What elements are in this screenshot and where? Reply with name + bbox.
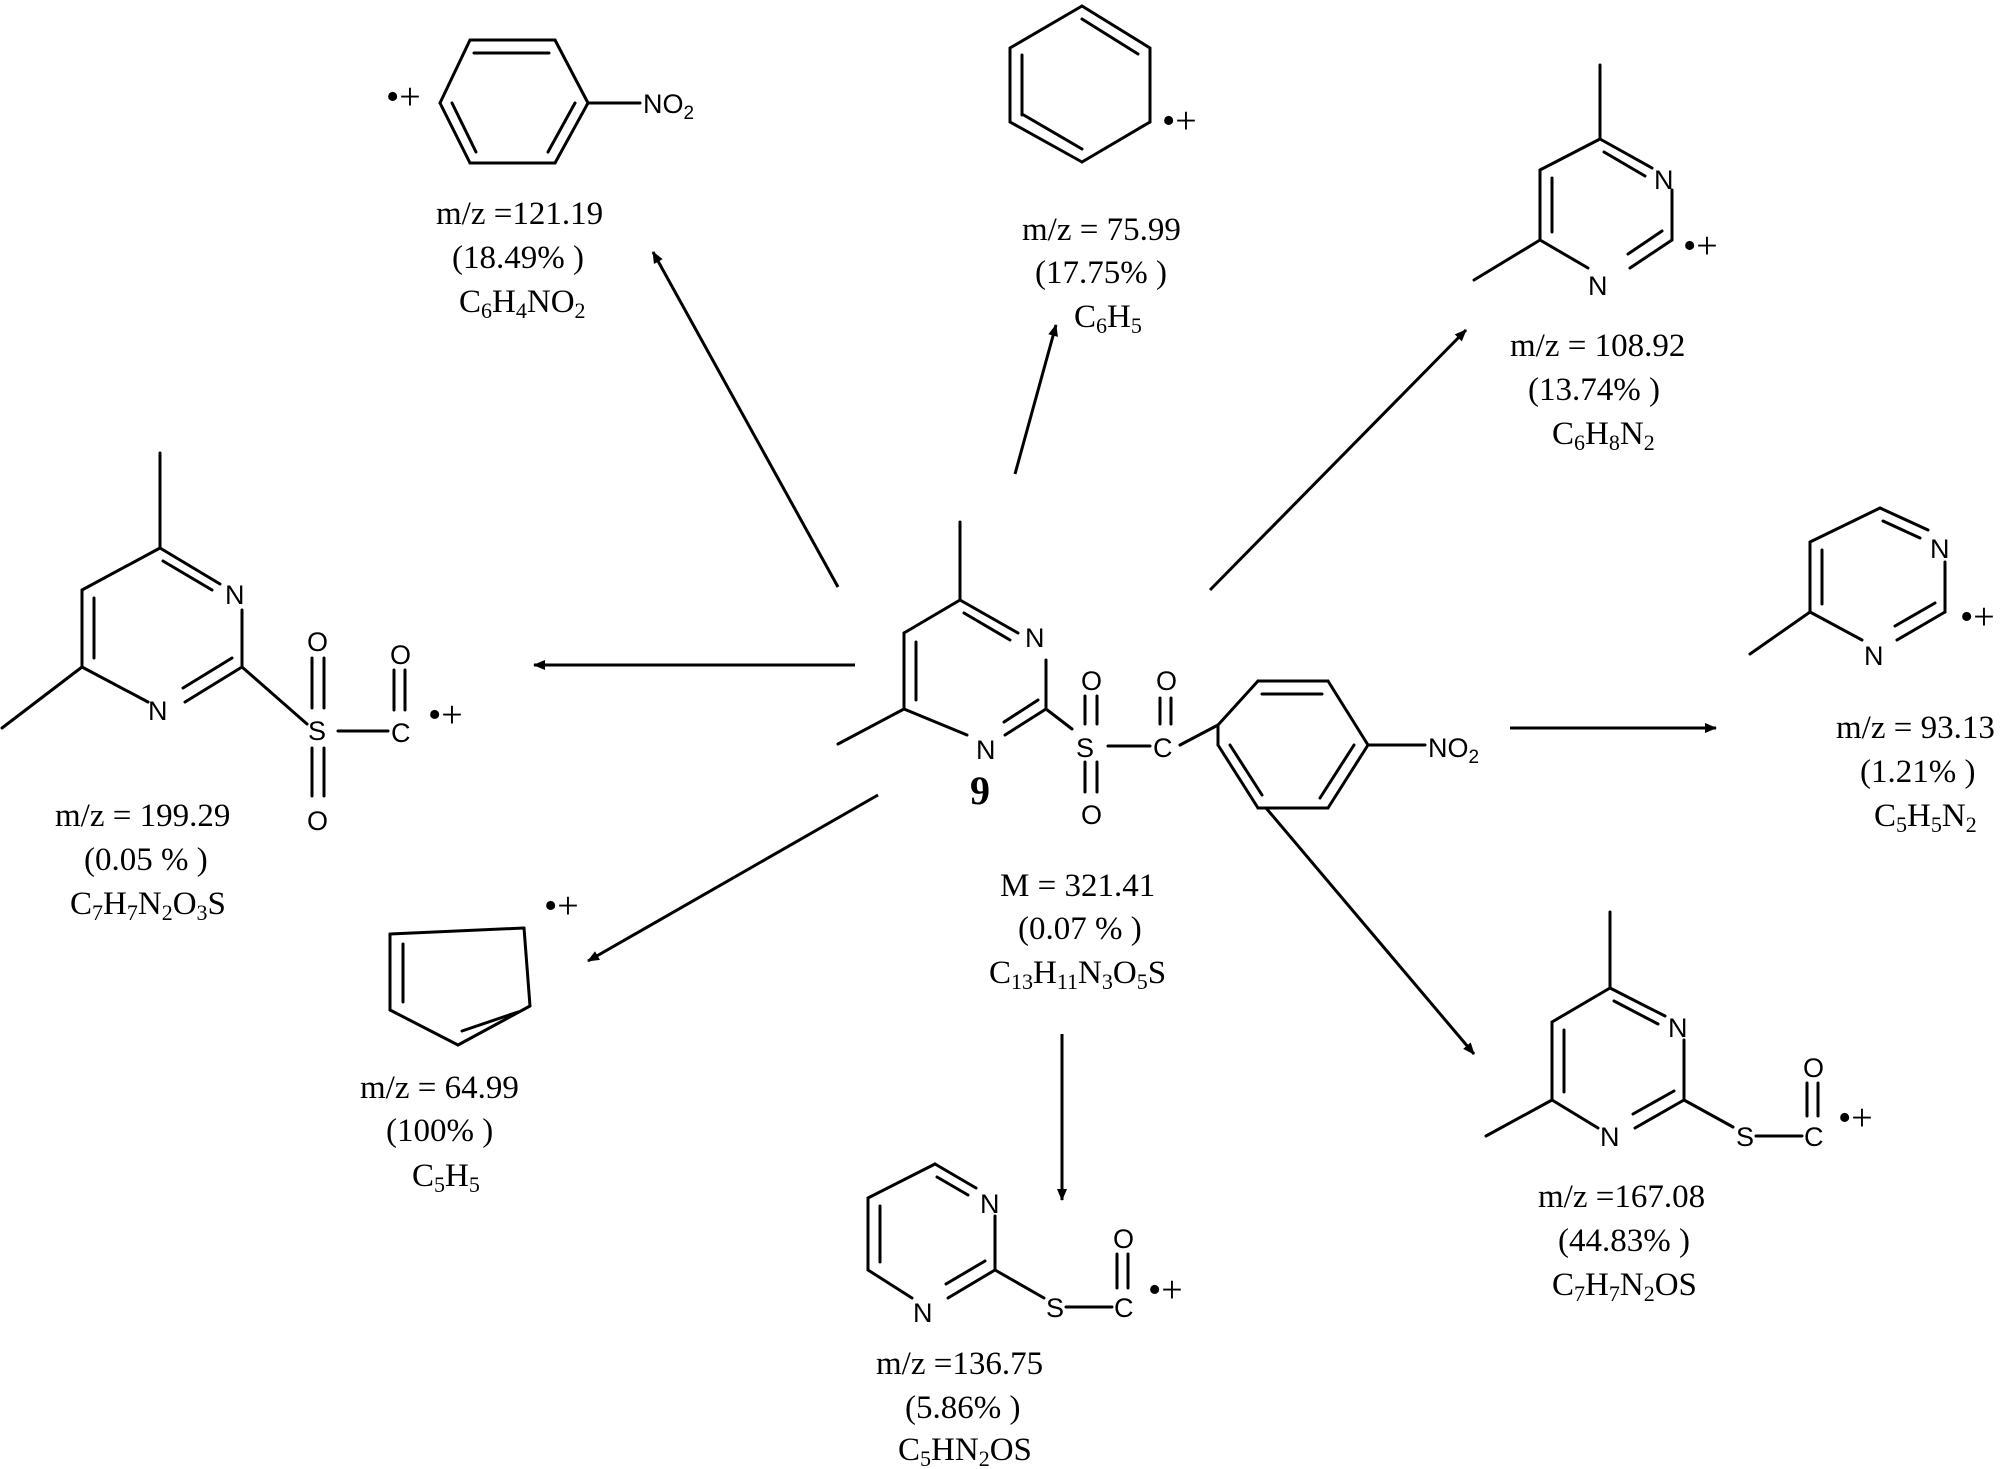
- sulfonyl-carbonyl-o1-label: O: [307, 627, 328, 657]
- parent-o2-label: O: [1081, 800, 1102, 830]
- thiocarbonyl-pyrimidine-s-label: S: [1046, 1293, 1064, 1323]
- thiocarbonyl-pyrimidine-abundance: (5.86% ): [905, 1390, 1020, 1426]
- methylpyrimidine-n1-label: N: [1930, 534, 1950, 564]
- parent-sulfonyl-group: S O O: [1044, 666, 1152, 830]
- parent-abundance: (0.07 % ): [1018, 911, 1142, 947]
- thiocarbonyl-dimethyl-mz: m/z =167.08: [1538, 1179, 1705, 1215]
- sulfonyl-carbonyl-c-label: C: [391, 718, 411, 748]
- phenyl-mz: m/z = 75.99: [1022, 212, 1181, 248]
- fragment-nitrophenyl: NO2 •+ m/z =121.19 (18.49% ) C6H4NO2: [386, 38, 694, 323]
- parent-c-label: C: [1153, 733, 1173, 763]
- thiocarbonyl-pyrimidine-mz: m/z =136.75: [876, 1346, 1043, 1382]
- parent-n1-label: N: [1025, 623, 1045, 653]
- thiocarbonyl-pyrimidine-n1-label: N: [980, 1189, 1000, 1219]
- cyclopentadienyl-abundance: (100% ): [386, 1113, 493, 1149]
- parent-mass: M = 321.41: [1000, 868, 1155, 904]
- arrow-to-cyclopentadienyl: [587, 793, 879, 963]
- thiocarbonyl-dimethyl-abundance: (44.83% ): [1558, 1223, 1690, 1259]
- parent-pyrimidine-ring: N N: [836, 520, 1048, 765]
- fragmentation-arrows: [533, 251, 1717, 1201]
- cyclopentadienyl-formula: C5H5: [412, 1158, 480, 1197]
- fragment-methylpyrimidine: N N •+ m/z = 93.13 (1.21% ) C5H5N2: [1748, 506, 1995, 837]
- methylpyrimidine-abundance: (1.21% ): [1860, 754, 1975, 790]
- compound-number: 9: [970, 768, 990, 813]
- parent-n2-label: N: [976, 735, 996, 765]
- dimethylpyrimidine-abundance: (13.74% ): [1528, 372, 1660, 408]
- sulfonyl-carbonyl-abundance: (0.05 % ): [84, 842, 208, 878]
- fragment-thiocarbonyl-pyrimidine: N N S C O •+ m/z =136.75 (5.86% ) C5HN2O…: [866, 1162, 1183, 1469]
- methylpyrimidine-mz: m/z = 93.13: [1836, 710, 1995, 746]
- methylpyrimidine-radical-cation: •+: [1960, 596, 1995, 638]
- nitrophenyl-formula: C6H4NO2: [459, 284, 586, 323]
- fragment-cyclopentadienyl: •+ m/z = 64.99 (100% ) C5H5: [360, 885, 579, 1197]
- thiocarbonyl-dimethyl-n2-label: N: [1600, 1122, 1620, 1152]
- cyclopentadienyl-radical-cation: •+: [544, 885, 579, 927]
- fragment-thiocarbonyl-dimethyl: N N S C O •+ m/z =167.08 (44.83% ) C7H7N…: [1484, 910, 1873, 1306]
- thiocarbonyl-dimethyl-formula: C7H7N2OS: [1552, 1267, 1697, 1306]
- arrow-to-phenyl: [1013, 324, 1058, 475]
- dimethylpyrimidine-formula: C6H8N2: [1552, 416, 1655, 455]
- parent-nitro-label: NO2: [1428, 733, 1479, 768]
- phenyl-radical-cation: •+: [1162, 100, 1197, 142]
- nitrophenyl-mz: m/z =121.19: [436, 196, 603, 232]
- sulfonyl-carbonyl-radical-cation: •+: [428, 694, 463, 736]
- nitrophenyl-radical-cation: •+: [386, 76, 421, 118]
- sulfonyl-carbonyl-o2-label: O: [307, 806, 328, 836]
- parent-o3-label: O: [1156, 666, 1177, 696]
- methylpyrimidine-n2-label: N: [1864, 641, 1884, 671]
- arrow-to-thiocarbonyl-dimethyl: [1264, 807, 1476, 1055]
- sulfonyl-carbonyl-mz: m/z = 199.29: [55, 798, 230, 834]
- nitrophenyl-abundance: (18.49% ): [452, 240, 584, 276]
- thiocarbonyl-dimethyl-o-label: O: [1803, 1053, 1824, 1083]
- phenyl-abundance: (17.75% ): [1035, 255, 1167, 291]
- thiocarbonyl-dimethyl-radical-cation: •+: [1838, 1097, 1873, 1139]
- arrow-to-nitrophenyl: [651, 251, 840, 588]
- thiocarbonyl-dimethyl-s-label: S: [1736, 1122, 1754, 1152]
- cyclopentadienyl-mz: m/z = 64.99: [360, 1070, 519, 1106]
- parent-carbonyl-group: C O: [1153, 666, 1220, 763]
- dimethylpyrimidine-n1-label: N: [1654, 165, 1674, 195]
- sulfonyl-carbonyl-s-label: S: [308, 716, 326, 746]
- parent-molecule: N N S O O C O: [836, 520, 1479, 994]
- fragment-phenyl: •+ m/z = 75.99 (17.75% ) C6H5: [1008, 4, 1197, 338]
- sulfonyl-carbonyl-n1-label: N: [225, 580, 245, 610]
- fragment-dimethylpyrimidine: N N •+ m/z = 108.92 (13.74% ) C6H8N2: [1472, 63, 1718, 455]
- parent-s-label: S: [1076, 733, 1094, 763]
- phenyl-formula: C6H5: [1074, 299, 1142, 338]
- parent-formula: C13H11N3O5S: [989, 955, 1166, 994]
- thiocarbonyl-pyrimidine-o-label: O: [1113, 1224, 1134, 1254]
- thiocarbonyl-dimethyl-c-label: C: [1804, 1122, 1824, 1152]
- fragment-sulfonyl-carbonyl: N N S O O C O •+ m/z = 199.29 (0.05 % ) …: [0, 451, 463, 925]
- thiocarbonyl-dimethyl-n1-label: N: [1668, 1013, 1688, 1043]
- thiocarbonyl-pyrimidine-formula: C5HN2OS: [898, 1432, 1032, 1469]
- arrow-to-dimethylpyrimidine: [1208, 328, 1468, 592]
- thiocarbonyl-pyrimidine-n2-label: N: [913, 1298, 933, 1328]
- dimethylpyrimidine-mz: m/z = 108.92: [1510, 328, 1685, 364]
- dimethylpyrimidine-radical-cation: •+: [1683, 225, 1718, 267]
- dimethylpyrimidine-n2-label: N: [1588, 271, 1608, 301]
- sulfonyl-carbonyl-n2-label: N: [148, 696, 168, 726]
- thiocarbonyl-pyrimidine-radical-cation: •+: [1148, 1269, 1183, 1311]
- methylpyrimidine-formula: C5H5N2: [1874, 798, 1977, 837]
- sulfonyl-carbonyl-formula: C7H7N2O3S: [70, 886, 226, 925]
- parent-benzene-ring: NO2: [1216, 679, 1479, 810]
- thiocarbonyl-pyrimidine-c-label: C: [1114, 1293, 1134, 1323]
- nitrophenyl-nitro-label: NO2: [643, 89, 694, 124]
- sulfonyl-carbonyl-o3-label: O: [390, 640, 411, 670]
- parent-o1-label: O: [1081, 666, 1102, 696]
